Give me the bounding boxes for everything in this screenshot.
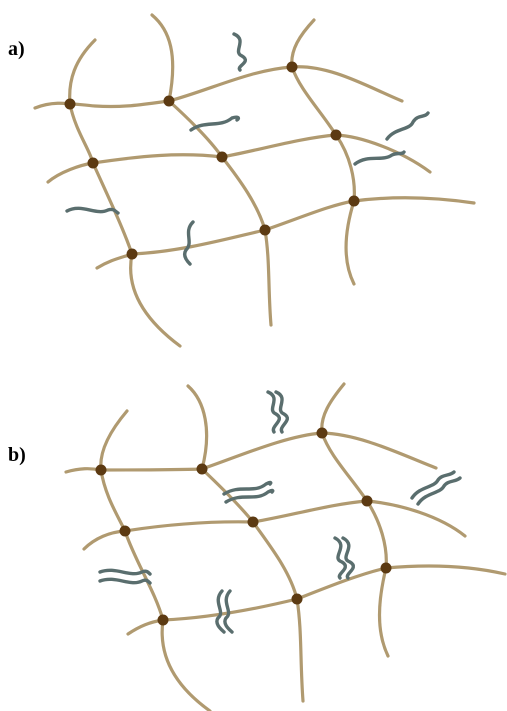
panel-a: a) bbox=[0, 0, 507, 355]
polymer-chain-pair bbox=[412, 472, 460, 504]
crosslink-node bbox=[65, 99, 76, 110]
crosslink-node bbox=[217, 152, 228, 163]
polymer-chain-pair bbox=[224, 483, 273, 503]
fiber-strand bbox=[188, 386, 303, 701]
crosslink-node bbox=[248, 517, 259, 528]
fiber-strand bbox=[35, 67, 402, 108]
polymer-chain bbox=[67, 208, 118, 213]
fiber-strands-a bbox=[35, 15, 474, 346]
crosslink-node bbox=[331, 130, 342, 141]
fiber-strand bbox=[101, 411, 210, 711]
crosslink-node bbox=[120, 526, 131, 537]
crosslink-node bbox=[317, 428, 328, 439]
crosslink-node bbox=[96, 465, 107, 476]
crosslink-nodes-b bbox=[96, 428, 392, 626]
crosslink-node bbox=[349, 196, 360, 207]
polymer-chain-pair bbox=[217, 591, 232, 632]
crosslink-node bbox=[260, 225, 271, 236]
fiber-strand bbox=[70, 40, 180, 346]
polymer-chain-pair bbox=[100, 570, 150, 583]
fiber-strand bbox=[97, 198, 474, 268]
crosslink-node bbox=[164, 96, 175, 107]
crosslink-node bbox=[127, 249, 138, 260]
polymer-chain bbox=[355, 152, 404, 164]
polymer-chain-pair bbox=[335, 538, 353, 578]
polymer-chain bbox=[185, 222, 193, 264]
crosslink-node bbox=[88, 158, 99, 169]
network-diagram-b bbox=[0, 356, 507, 711]
crosslink-node bbox=[197, 464, 208, 475]
fiber-strand bbox=[152, 15, 271, 325]
network-diagram-a bbox=[0, 0, 507, 355]
polymer-chain bbox=[191, 117, 238, 130]
polymer-chain bbox=[234, 34, 245, 70]
fiber-strands-b bbox=[66, 384, 505, 711]
fiber-strand bbox=[66, 433, 436, 472]
fiber-strand bbox=[128, 566, 505, 634]
polymer-chain-pair bbox=[268, 392, 287, 432]
crosslink-node bbox=[287, 62, 298, 73]
crosslink-node bbox=[158, 615, 169, 626]
crosslink-node bbox=[362, 496, 373, 507]
fiber-strand bbox=[322, 384, 388, 656]
crosslink-node bbox=[381, 563, 392, 574]
fiber-strand bbox=[292, 20, 355, 284]
crosslink-node bbox=[292, 594, 303, 605]
fiber-strand bbox=[84, 501, 465, 549]
panel-b: b) bbox=[0, 356, 507, 711]
polymer-chain bbox=[387, 113, 428, 139]
